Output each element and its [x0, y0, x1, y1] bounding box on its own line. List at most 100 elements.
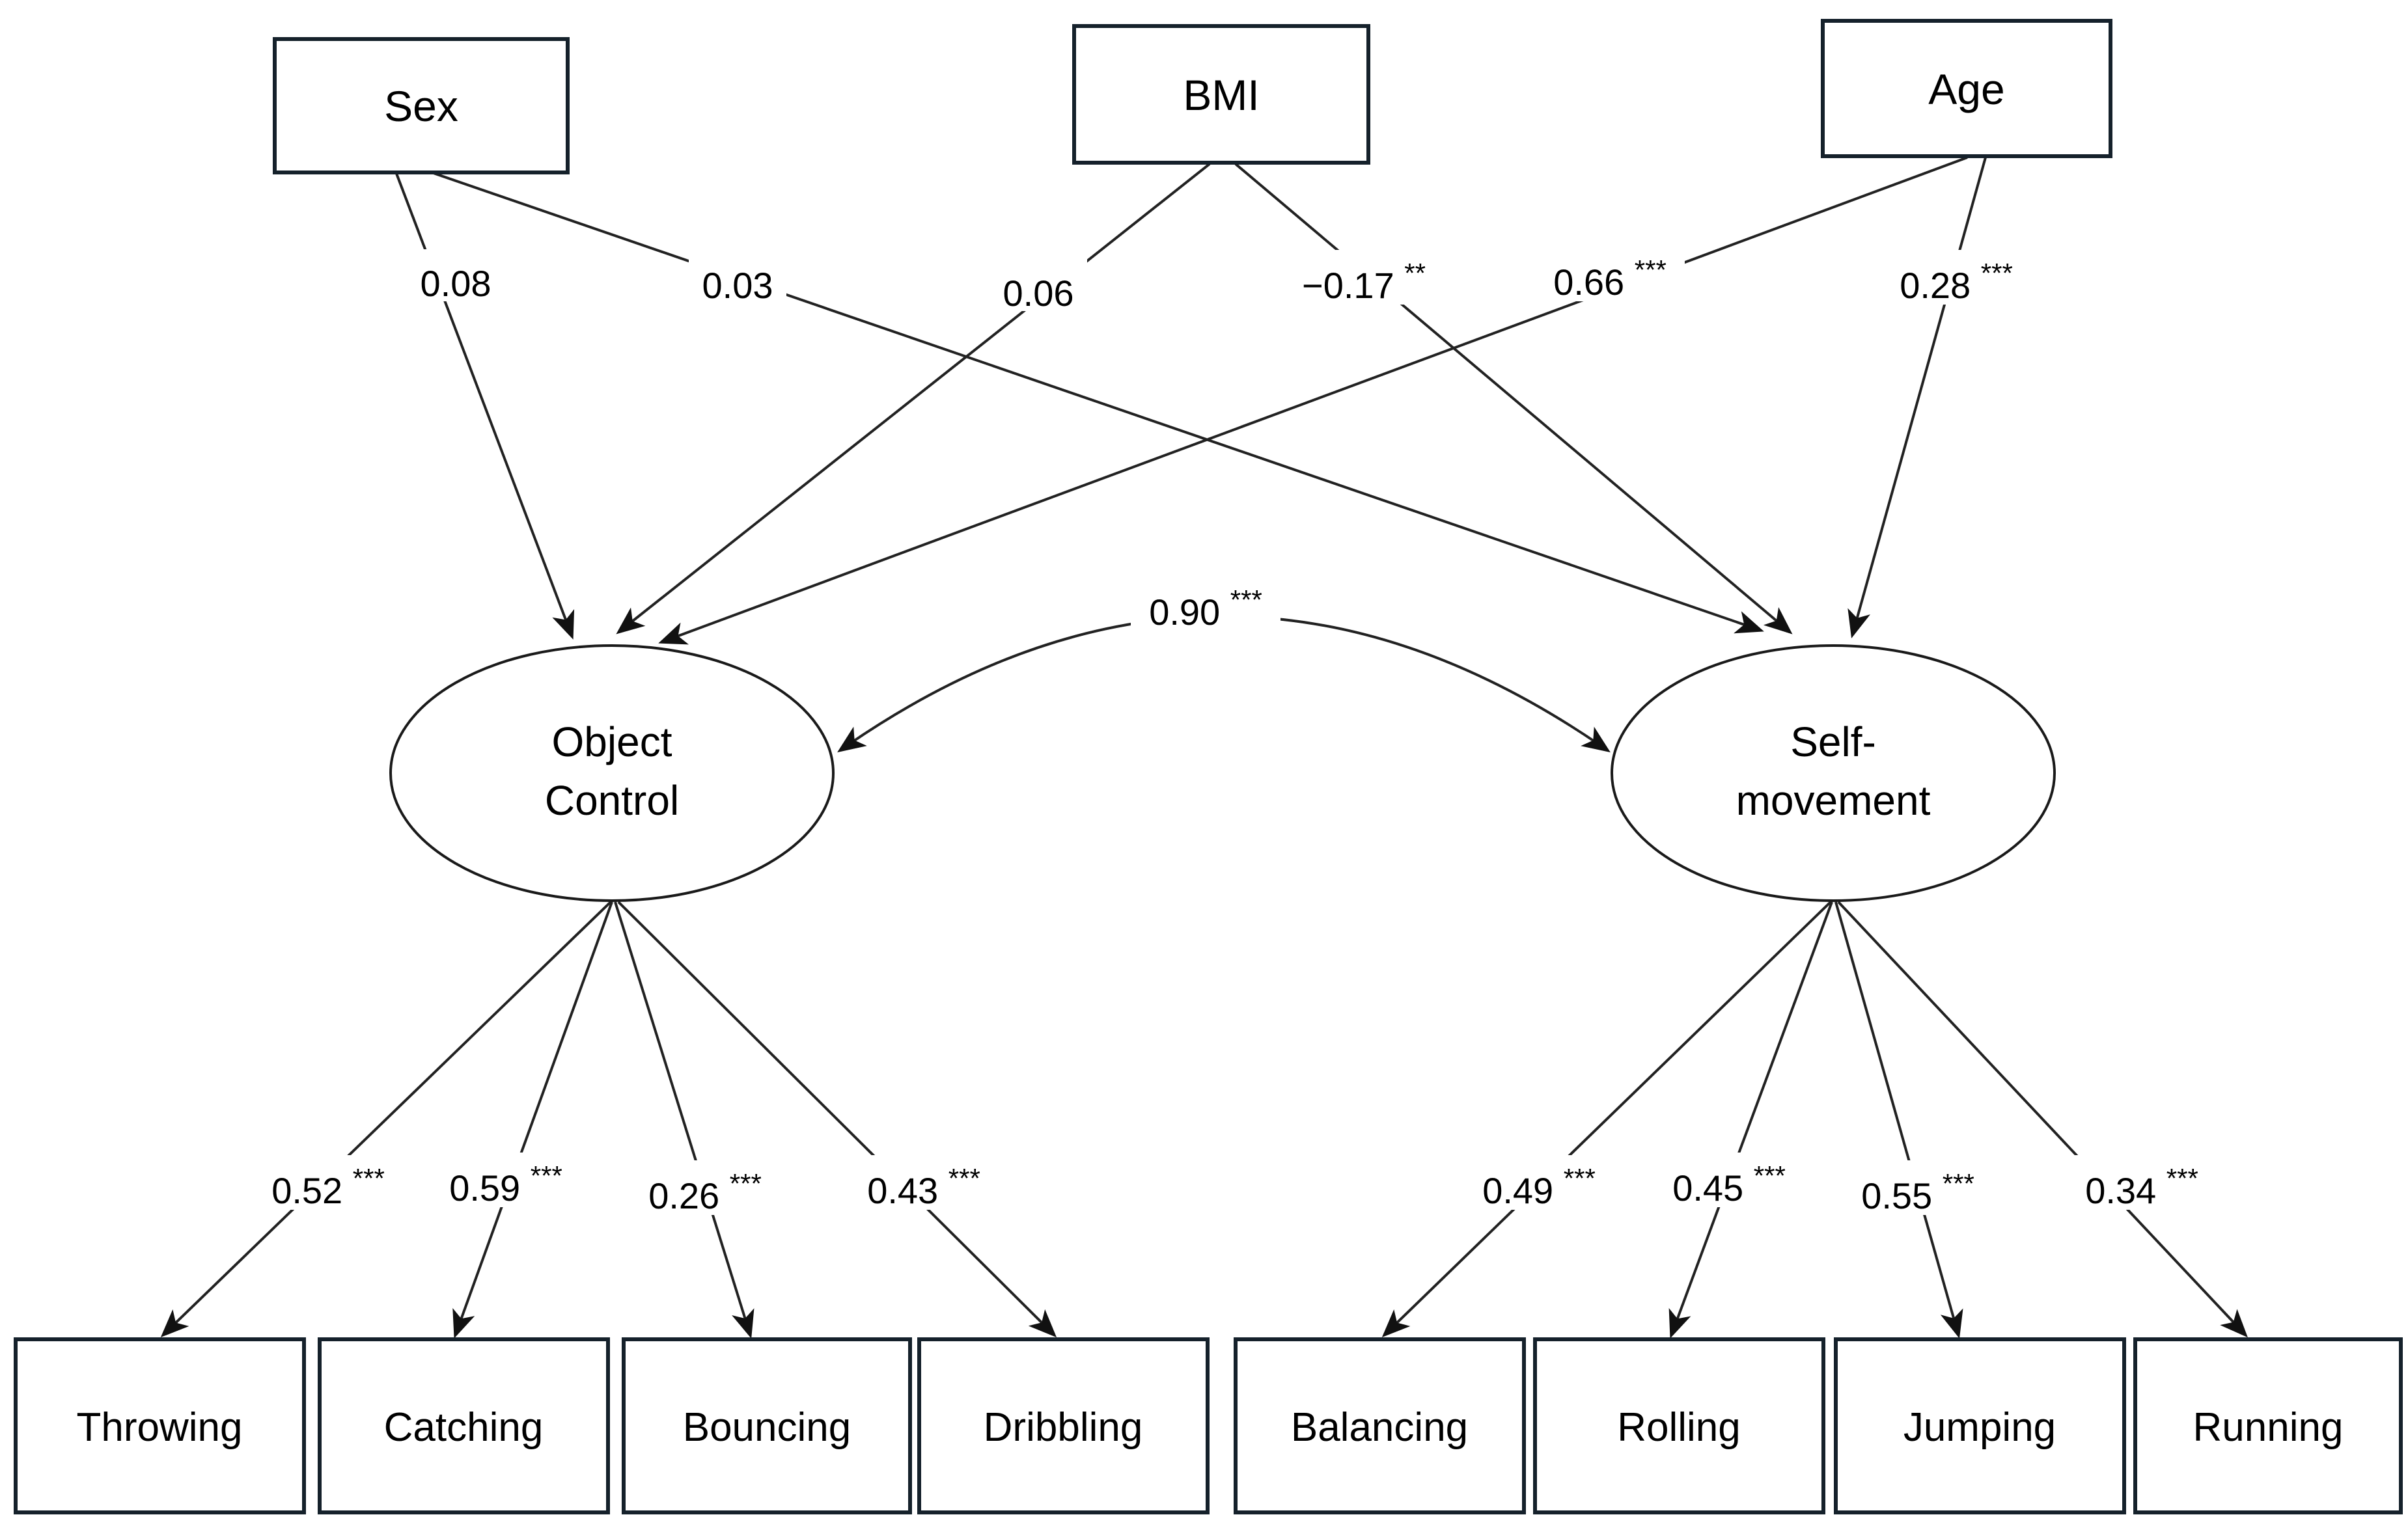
loading-stars: ***: [2166, 1163, 2198, 1194]
loading-value: 0.59: [449, 1167, 520, 1208]
bmi-box-label: BMI: [1183, 71, 1259, 119]
label-bg: [433, 1153, 579, 1207]
svg-text:0.03: 0.03: [702, 265, 773, 306]
coef-sex-object-control: 0.08: [407, 249, 505, 304]
box-bmi: BMI: [1072, 24, 1370, 165]
svg-text:0.59 ***: 0.59 ***: [449, 1160, 562, 1208]
loading-object-control-bouncing: [614, 901, 754, 1339]
coef-value: 0.28: [1900, 265, 1971, 306]
coef-value: 0.06: [1003, 273, 1074, 314]
loading-label-throwing: 0.52 ***: [255, 1155, 402, 1211]
path-bmi-object-control: [616, 163, 1211, 635]
sex-box-label: Sex: [384, 82, 458, 130]
box-sex: Sex: [273, 37, 570, 174]
coef-bmi-self-movement: −0.17 **: [1286, 250, 1442, 306]
object-control-label-line1: Object: [552, 718, 672, 765]
coef-age-object-control: 0.66 ***: [1535, 247, 1685, 303]
jumping-box-label: Jumping: [1903, 1405, 2056, 1450]
path-bmi-self-movement: [1234, 163, 1793, 635]
svg-text:0.26 ***: 0.26 ***: [648, 1168, 762, 1216]
path-age-object-control: [658, 156, 1968, 645]
coef-age-self-movement: 0.28 ***: [1881, 250, 2031, 306]
label-bg: [689, 251, 786, 303]
coef-covariance: 0.90 ***: [1131, 575, 1280, 633]
coef-value: 0.03: [702, 265, 773, 306]
box-bouncing: Bouncing: [622, 1337, 912, 1514]
svg-text:−0.17 **: −0.17 **: [1302, 258, 1426, 306]
label-bg: [851, 1155, 997, 1210]
loading-label-jumping: 0.55 ***: [1845, 1160, 1991, 1216]
loading-value: 0.34: [2085, 1170, 2156, 1211]
label-bg: [1535, 247, 1685, 301]
label-bg: [2069, 1155, 2215, 1210]
svg-text:0.43 ***: 0.43 ***: [867, 1163, 980, 1211]
label-bg: [1656, 1153, 1803, 1207]
path-age-self-movement: [1848, 157, 1987, 638]
loading-self-movement-rolling: [1668, 901, 1833, 1339]
label-bg: [632, 1160, 779, 1215]
coef-stars: ***: [1230, 584, 1262, 615]
loading-label-rolling: 0.45 ***: [1656, 1153, 1803, 1208]
label-bg: [407, 249, 505, 301]
dribbling-box-label: Dribbling: [984, 1405, 1143, 1450]
label-bg: [1131, 575, 1280, 633]
coef-value: 0.08: [421, 263, 491, 304]
jumping-box-rect: [1834, 1337, 2126, 1514]
loading-stars: ***: [1564, 1163, 1596, 1194]
age-box-label: Age: [1928, 65, 2004, 113]
coef-stars: ***: [1981, 258, 2013, 288]
coef-bmi-object-control: 0.06: [989, 259, 1087, 314]
svg-text:0.66 ***: 0.66 ***: [1553, 254, 1667, 303]
rolling-box-label: Rolling: [1617, 1405, 1741, 1450]
loading-self-movement-balancing: [1381, 901, 1832, 1338]
svg-text:0.90 ***: 0.90 ***: [1149, 584, 1262, 633]
age-box-rect: [1821, 19, 2112, 158]
label-bg: [1881, 250, 2031, 305]
path-sex-object-control: [394, 171, 575, 640]
box-dribbling: Dribbling: [917, 1337, 1210, 1514]
label-bg: [989, 259, 1087, 311]
loading-label-balancing: 0.49 ***: [1466, 1155, 1612, 1211]
loading-self-movement-jumping: [1834, 901, 1963, 1339]
covariance-arrow: [837, 615, 1611, 753]
object-control-label-line2: Control: [545, 777, 679, 824]
loading-label-running: 0.34 ***: [2069, 1155, 2215, 1211]
loading-object-control-catching: [452, 901, 613, 1339]
box-catching: Catching: [318, 1337, 610, 1514]
label-bg: [255, 1155, 402, 1210]
self-movement-label-line1: Self-: [1790, 718, 1876, 765]
svg-text:0.45 ***: 0.45 ***: [1672, 1160, 1786, 1208]
coef-value: 0.66: [1553, 262, 1624, 303]
bmi-box-rect: [1072, 24, 1370, 165]
loading-label-dribbling: 0.43 ***: [851, 1155, 997, 1211]
catching-box-label: Catching: [384, 1405, 544, 1450]
label-bg: [1286, 250, 1442, 305]
object-control-ellipse: [389, 644, 835, 902]
loading-stars: ***: [1943, 1168, 1974, 1199]
loading-value: 0.45: [1672, 1167, 1743, 1208]
loading-label-catching: 0.59 ***: [433, 1153, 579, 1208]
throwing-box-rect: [14, 1337, 306, 1514]
loading-value: 0.49: [1482, 1170, 1553, 1211]
loading-self-movement-running: [1837, 901, 2248, 1338]
rolling-box-rect: [1533, 1337, 1825, 1514]
dribbling-box-rect: [917, 1337, 1210, 1514]
running-box-label: Running: [2193, 1405, 2344, 1450]
loading-stars: ***: [730, 1168, 762, 1199]
self-movement-label-line2: movement: [1736, 777, 1931, 824]
svg-text:0.28 ***: 0.28 ***: [1900, 258, 2013, 306]
label-bg: [1845, 1160, 1991, 1215]
balancing-box-label: Balancing: [1291, 1405, 1468, 1450]
svg-text:0.06: 0.06: [1003, 273, 1074, 314]
coef-sex-self-movement: 0.03: [689, 251, 786, 306]
loading-value: 0.43: [867, 1170, 938, 1211]
svg-text:0.34 ***: 0.34 ***: [2085, 1163, 2198, 1211]
self-movement-ellipse: [1611, 644, 2056, 902]
loading-stars: ***: [1754, 1160, 1786, 1191]
svg-text:0.08: 0.08: [421, 263, 491, 304]
throwing-box-label: Throwing: [77, 1405, 243, 1450]
loading-stars: ***: [531, 1160, 562, 1191]
box-running: Running: [2133, 1337, 2403, 1514]
svg-text:0.55 ***: 0.55 ***: [1861, 1168, 1974, 1216]
